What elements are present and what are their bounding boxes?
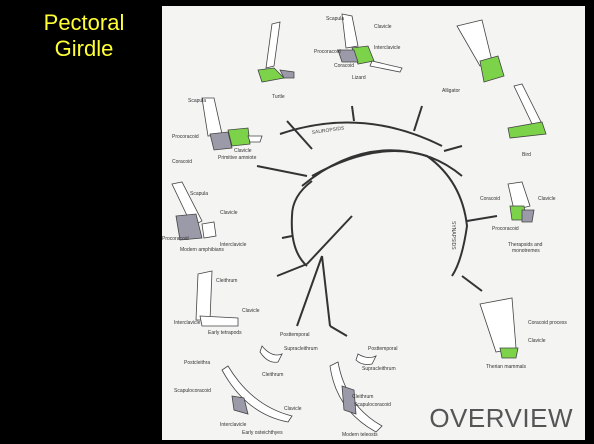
branch-teleost-2 [329, 325, 348, 337]
tetrapod-label-cleithrum: Cleithrum [216, 278, 237, 284]
main-arc [301, 149, 469, 277]
phylogeny-figure: SAUROPSIDS SYNAPSIDS Turtle Scapula Clav… [162, 6, 585, 440]
branch-lizard [351, 105, 355, 122]
turtle-girdle [257, 21, 295, 83]
sauropsid-arc [279, 121, 443, 147]
teleost-label-posttemporal: Posttemporal [368, 346, 397, 352]
amphibian-label-scapula: Scapula [190, 191, 208, 197]
branch-tetrapod [276, 263, 308, 277]
osteichthyes-girdle [221, 345, 293, 423]
teleost-girdle [329, 353, 383, 433]
amphibian-label-interclavicle: Interclavicle [220, 242, 247, 248]
taxon-label-modern-teleosts: Modern teleosts [342, 432, 378, 438]
slide-title: Pectoral Girdle [24, 10, 144, 62]
teleost-label-scapulocoracoid: Scapulocoracoid [354, 402, 391, 408]
lizard-girdle [337, 13, 403, 73]
branch-bird [443, 145, 463, 152]
tetrapod-label-interclavicle: Interclavicle [174, 320, 201, 326]
overview-label: OVERVIEW [429, 403, 573, 433]
taxon-label-monotremes: monotremes [512, 248, 540, 254]
branch-amniote [256, 165, 308, 177]
alligator-girdle [456, 19, 505, 83]
teleost-label-supracleithrum: Supracleithrum [362, 366, 396, 372]
teleost-label-cleithrum: Cleithrum [352, 394, 373, 400]
osteichthyes-label-clavicle: Clavicle [284, 406, 302, 412]
branch-therapsid [466, 215, 498, 222]
therian-label-coracoid-process: Coracoid process [528, 320, 567, 326]
amphibian-label-clavicle: Clavicle [220, 210, 238, 216]
tetrapod-arc [290, 215, 308, 267]
amphibian-arc [291, 180, 313, 217]
title-line-2: Girdle [54, 36, 114, 61]
taxon-label-therian-mammals: Therian mammals [486, 364, 527, 370]
therapsid-label-coracoid: Coracoid [480, 196, 500, 202]
lizard-label-coracoid: Coracoid [334, 63, 354, 69]
branch-turtle [286, 120, 313, 150]
clade-label-synapsids: SYNAPSIDS [450, 221, 456, 250]
amniote-label-scapula: Scapula [188, 98, 206, 104]
taxon-label-early-osteichthyes: Early osteichthyes [242, 430, 283, 436]
taxon-label-alligator: Alligator [442, 88, 460, 94]
phylogeny-svg: SAUROPSIDS SYNAPSIDS Turtle Scapula Clav… [162, 13, 567, 438]
branch-alligator [413, 105, 423, 132]
amniote-label-clavicle: Clavicle [234, 148, 252, 154]
amphibian-label-procoracoid: Procoracoid [162, 236, 189, 242]
taxon-label-therapsids: Therapsids and [508, 242, 543, 248]
taxon-label-bird: Bird [522, 152, 531, 158]
osteichthyes-label-cleithrum: Cleithrum [262, 372, 283, 378]
lizard-label-interclavicle: Interclavicle [374, 45, 401, 51]
amniote-label-procoracoid: Procoracoid [172, 134, 199, 140]
tree-branches [256, 105, 498, 337]
taxon-label-turtle: Turtle [272, 94, 285, 100]
branch-osteichthyes [296, 255, 323, 327]
therapsid-label-procoracoid: Procoracoid [492, 226, 519, 232]
osteichthyes-label-scapulocoracoid: Scapulocoracoid [174, 388, 211, 394]
bird-girdle [507, 83, 547, 139]
lizard-label-procoracoid: Procoracoid [314, 49, 341, 55]
osteichthyes-label-postcleithra: Postcleithra [184, 360, 210, 366]
amphibian-girdle [171, 181, 217, 241]
therapsid-girdle [507, 181, 535, 223]
therian-label-clavicle: Clavicle [528, 338, 546, 344]
branch-teleost [321, 255, 331, 327]
inner-arc [311, 150, 463, 177]
tetrapod-label-clavicle: Clavicle [242, 308, 260, 314]
branch-amphibian [281, 235, 293, 239]
lizard-label-clavicle: Clavicle [374, 24, 392, 30]
early-tetrapod-girdle [195, 270, 239, 327]
primitive-amniote-girdle [201, 97, 263, 151]
amniote-label-coracoid: Coracoid [172, 159, 192, 165]
taxon-label-primitive-amniote: Primitive amniote [218, 155, 257, 161]
osteichthyes-label-interclavicle: Interclavicle [220, 422, 247, 428]
branch-fish [306, 215, 353, 265]
branch-therian [461, 275, 483, 292]
title-line-1: Pectoral [43, 10, 125, 35]
therapsid-label-clavicle: Clavicle [538, 196, 556, 202]
osteichthyes-label-supracleithrum: Supracleithrum [284, 346, 318, 352]
taxon-label-lizard: Lizard [352, 75, 366, 81]
taxon-label-modern-amphibians: Modern amphibians [180, 247, 224, 253]
lizard-label-scapula: Scapula [326, 16, 344, 22]
osteichthyes-label-posttemporal: Posttemporal [280, 332, 309, 338]
clade-label-sauropsids: SAUROPSIDS [311, 125, 345, 136]
therian-girdle [479, 297, 519, 359]
taxon-label-early-tetrapods: Early tetrapods [208, 330, 242, 336]
